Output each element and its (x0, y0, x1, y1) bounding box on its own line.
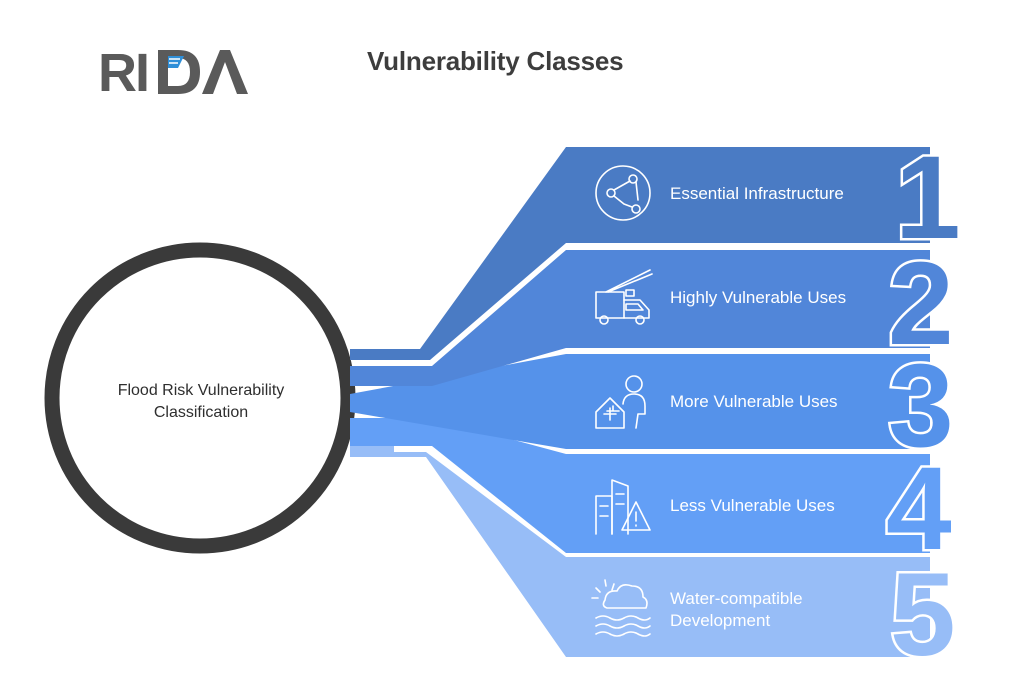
number-3: 3 (888, 340, 954, 472)
class-label-4: Less Vulnerable Uses (670, 496, 835, 515)
svg-text:RI: RI (98, 43, 148, 100)
center-label-line2: Classification (153, 404, 249, 421)
class-label-1: Essential Infrastructure (670, 184, 844, 203)
number-2: 2 (888, 238, 954, 370)
band-3 (350, 354, 930, 449)
center-ring (44, 242, 356, 554)
band-5 (350, 431, 930, 657)
class-label-5-line1: Water-compatible (670, 589, 803, 608)
band-4 (350, 418, 930, 553)
building-warning-icon (595, 479, 651, 535)
rida-logo-icon: RI (98, 43, 248, 100)
number-1: 1 (895, 132, 961, 264)
band-1 (350, 147, 930, 360)
center-label-line1: Flood Risk Vulnerability (117, 382, 285, 399)
class-label-2: Highly Vulnerable Uses (670, 288, 847, 307)
class-label-5: Water-compatible Development (670, 588, 803, 632)
cloud-water-icon (591, 579, 651, 637)
network-icon (595, 165, 651, 221)
class-label-5-line2: Development (670, 611, 771, 630)
logo: RI (98, 42, 248, 100)
center-label: Flood Risk Vulnerability Classification (70, 380, 332, 424)
number-5: 5 (890, 549, 956, 681)
page-title: Vulnerability Classes (367, 46, 624, 76)
hospital-person-icon (595, 375, 646, 429)
fire-truck-icon (595, 269, 653, 325)
number-4: 4 (886, 443, 952, 575)
class-label-3: More Vulnerable Uses (670, 392, 838, 411)
